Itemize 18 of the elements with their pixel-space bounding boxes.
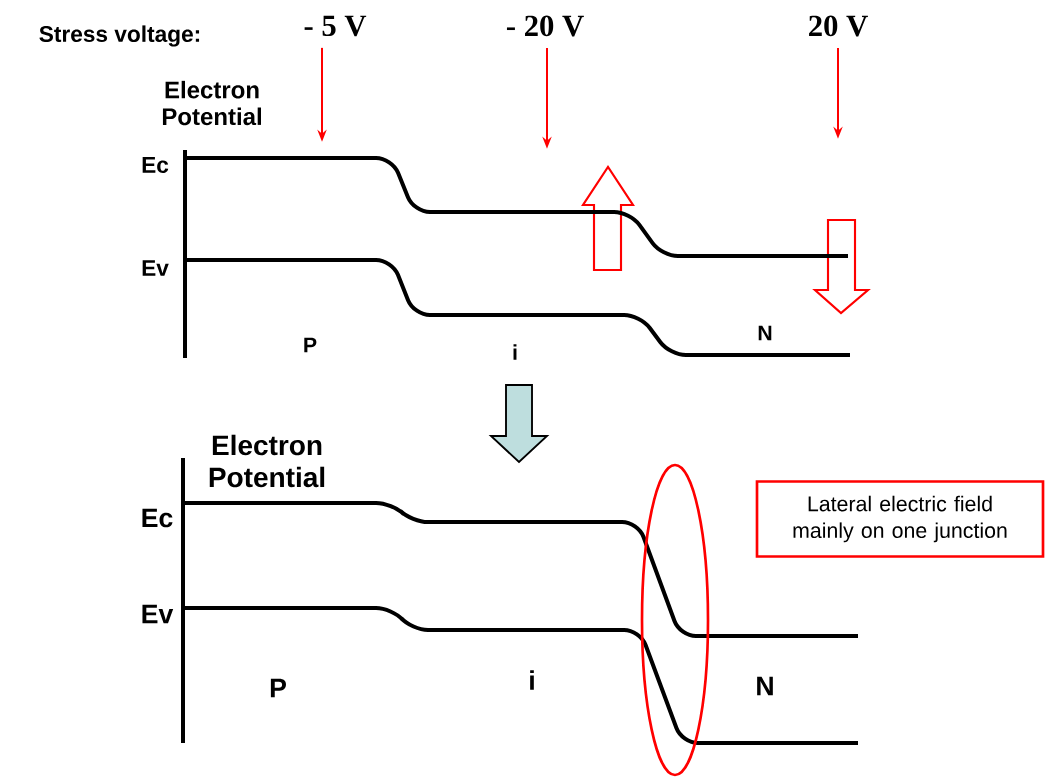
voltage-label: - 20 V [506, 15, 584, 37]
region-label: P [270, 678, 286, 698]
region-label: N [757, 676, 773, 696]
band-label: Ec [142, 508, 173, 528]
region-label: P [304, 337, 317, 353]
region-label: i [530, 670, 534, 690]
stress-voltage-label: Stress voltage: [39, 25, 200, 47]
band-label: Ev [142, 260, 169, 276]
junction-ellipse [640, 463, 710, 777]
band-curve [185, 156, 848, 258]
axis-title: Electron Potential [162, 80, 261, 126]
voltage-label: 20 V [809, 15, 868, 37]
region-label: i [513, 344, 517, 360]
callout-box: Lateral electric field mainly on one junction [755, 480, 1045, 558]
voltage-label: - 5 V [304, 15, 367, 37]
axis-title: Electron Potential [209, 434, 325, 488]
region-label: N [758, 325, 772, 341]
band-label: Ev [142, 604, 174, 624]
